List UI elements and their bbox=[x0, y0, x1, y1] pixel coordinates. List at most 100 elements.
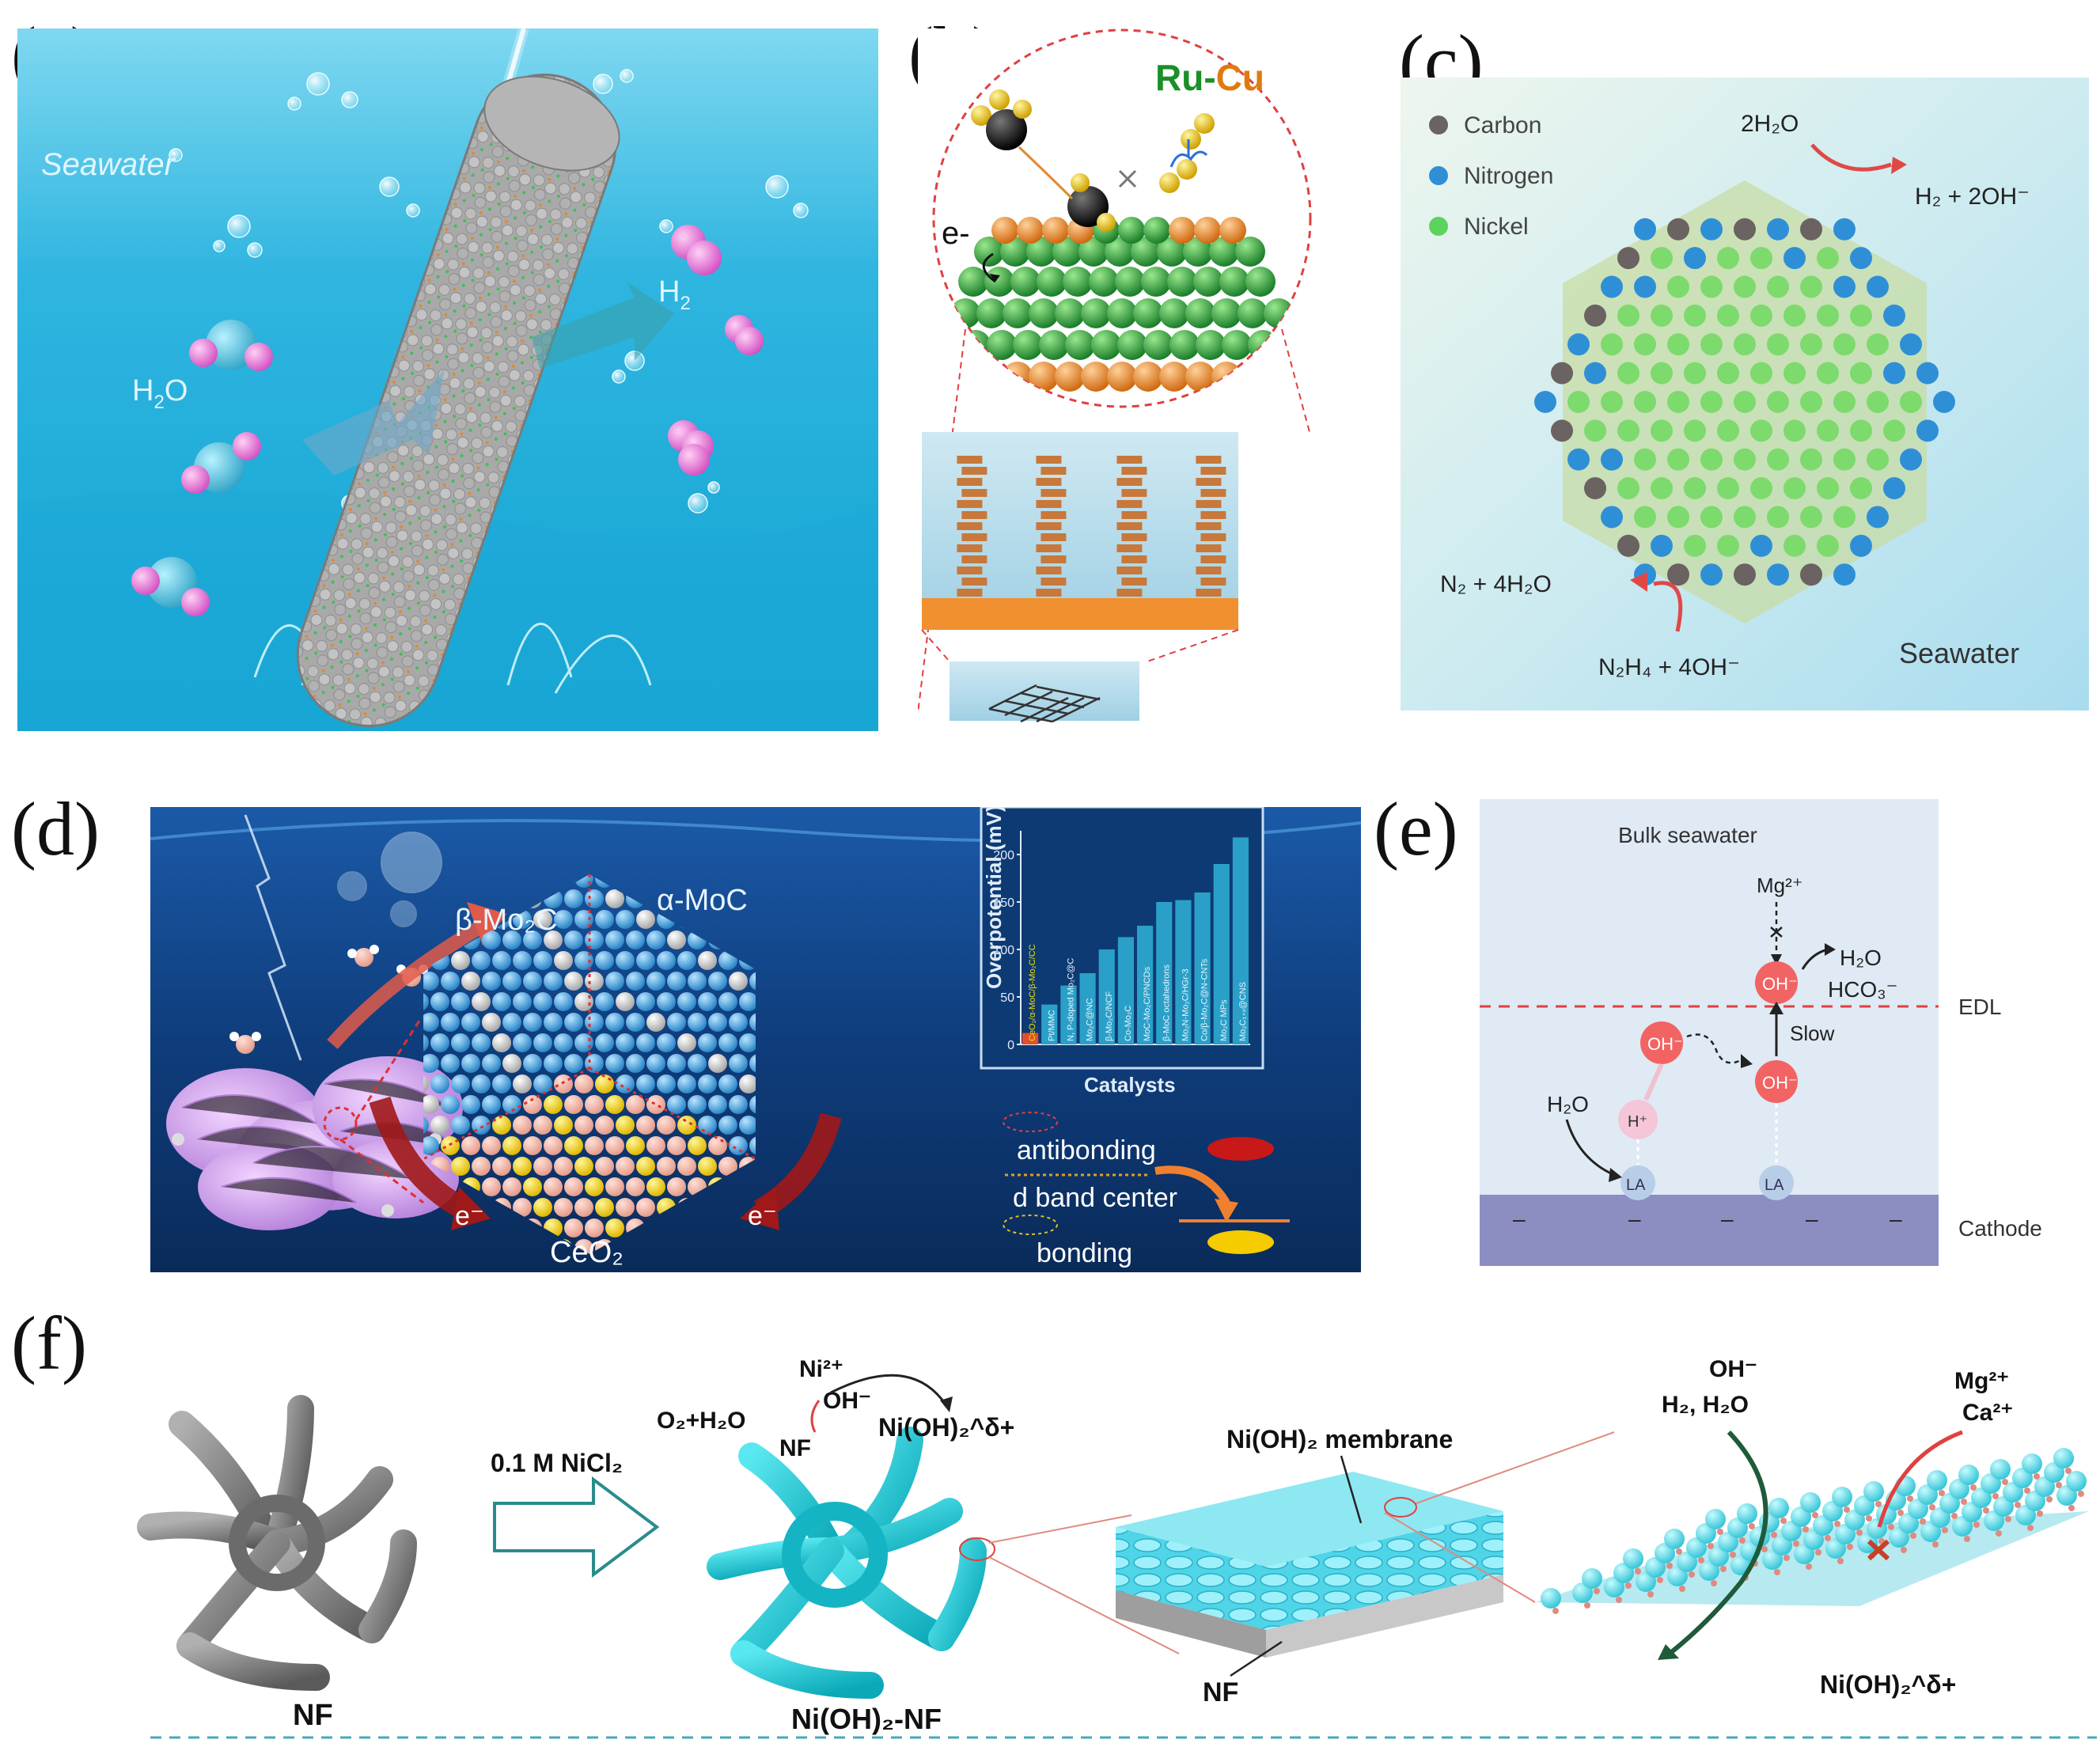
inset-bar bbox=[1194, 892, 1211, 1044]
inset-ytick-label: 50 bbox=[1000, 991, 1014, 1005]
inset-bar bbox=[1022, 1033, 1039, 1044]
panel-d-illustration: β-Mo₂C α-MoC CeO₂ e⁻ e⁻ 050100150200CeO₂… bbox=[150, 807, 1361, 1272]
inset-ytick-label: 150 bbox=[993, 896, 1014, 910]
inset-bar-label: Mo₂C@NC bbox=[1086, 998, 1095, 1041]
water-molecule bbox=[181, 432, 261, 494]
antibonding-label: antibonding bbox=[1017, 1135, 1156, 1165]
oh-ion-right-f: OH⁻ bbox=[1709, 1356, 1757, 1382]
nf-inner-label: NF bbox=[779, 1435, 811, 1461]
inset-bar-label: Pt/MMC bbox=[1047, 1010, 1056, 1041]
h2o-product: H₂O bbox=[1840, 946, 1882, 970]
panel-f: NF 0.1 M NiCl₂ Ni²⁺ OH⁻ O₂+H₂O NF Ni(OH)… bbox=[119, 1345, 2097, 1741]
h2-label: H2 bbox=[658, 275, 691, 314]
panel-c-illustration: Carbon Nitrogen Nickel 2H₂O H₂ + 2OH⁻ N₂… bbox=[1401, 78, 2089, 711]
ni2-ion: Ni²⁺ bbox=[799, 1356, 843, 1382]
eq-n2-4h2o: N₂ + 4H₂O bbox=[1440, 571, 1552, 597]
nioh-delta-right: Ni(OH)₂^δ+ bbox=[1820, 1670, 1956, 1699]
nf-bottom-label: NF bbox=[1203, 1677, 1238, 1707]
nicl2-reagent: 0.1 M NiCl₂ bbox=[491, 1449, 623, 1477]
nioh2-coated-foam bbox=[707, 1427, 987, 1699]
water-molecule bbox=[131, 557, 210, 616]
o2-h2o-label: O₂+H₂O bbox=[657, 1408, 746, 1434]
la-left: LA bbox=[1626, 1177, 1646, 1194]
d-band-center-label: d band center bbox=[1013, 1183, 1177, 1213]
panel-e-illustration: Bulk seawater EDL Cathode Mg²⁺ OH⁻ H₂O H… bbox=[1480, 799, 2042, 1266]
svg-text:Carbon: Carbon bbox=[1464, 112, 1541, 138]
ni-nc-hexagon bbox=[1534, 218, 1955, 586]
eq-2h2o: 2H₂O bbox=[1741, 111, 1799, 137]
nioh2-atomic-layer bbox=[1541, 1448, 2087, 1614]
hco3-label: HCO₃⁻ bbox=[1828, 977, 1897, 1002]
eq-n2h4-4oh: N₂H₄ + 4OH⁻ bbox=[1598, 654, 1740, 680]
oh-ion-f: OH⁻ bbox=[823, 1388, 871, 1414]
alpha-moc-label: α-MoC bbox=[657, 884, 748, 917]
inset-bar-label: Co/β-Mo₂C@N-CNTs bbox=[1200, 958, 1210, 1041]
inset-bar bbox=[1098, 949, 1115, 1044]
bulk-seawater-label: Bulk seawater bbox=[1618, 823, 1757, 847]
hplus-label: H⁺ bbox=[1628, 1113, 1647, 1131]
panel-f-illustration: NF 0.1 M NiCl₂ Ni²⁺ OH⁻ O₂+H₂O NF Ni(OH)… bbox=[137, 1356, 2097, 1739]
mg-ion-label: Mg²⁺ bbox=[1757, 874, 1803, 897]
panel-a-illustration: Seawater H2O H2 bbox=[17, 28, 878, 731]
inset-bar-label: MoC-Mo₂C/PNCDs bbox=[1143, 966, 1152, 1041]
inset-bar bbox=[1232, 837, 1249, 1044]
panel-e-label: (e) bbox=[1374, 786, 1458, 871]
svg-text:Nickel: Nickel bbox=[1464, 214, 1529, 240]
mg-ion-f: Mg²⁺ bbox=[1954, 1368, 2009, 1394]
cathode-label: Cathode bbox=[1958, 1216, 2042, 1241]
inset-ytick-label: 100 bbox=[993, 944, 1014, 957]
seawater-label: Seawater bbox=[41, 147, 176, 182]
inset-ytick-label: 200 bbox=[993, 849, 1014, 862]
ca-ion-f: Ca²⁺ bbox=[1962, 1400, 2013, 1426]
inset-bar bbox=[1137, 926, 1154, 1044]
inset-bar-label: β-MoC octahedrons bbox=[1162, 964, 1171, 1041]
inset-bar-label: Mo₂N-Mo₂C/HGr-3 bbox=[1181, 968, 1190, 1041]
nickel-foam bbox=[137, 1395, 417, 1691]
panel-b-illustration: e- Ru-Cu bbox=[918, 28, 1329, 725]
panel-c: Carbon Nitrogen Nickel 2H₂O H₂ + 2OH⁻ N₂… bbox=[1401, 78, 2089, 711]
inset-xlabel: Catalysts bbox=[1084, 1073, 1176, 1097]
inset-bar-label: β-Mo₂C/NCF bbox=[1105, 991, 1114, 1041]
edl-label: EDL bbox=[1958, 995, 2001, 1019]
inset-bar bbox=[1117, 937, 1134, 1044]
nf-label: NF bbox=[293, 1699, 333, 1732]
inset-bar bbox=[1041, 1004, 1058, 1044]
hydrogen-molecules bbox=[668, 225, 764, 476]
oh-ion-top: OH⁻ bbox=[1762, 974, 1798, 994]
beta-mo2c-label: β-Mo₂C bbox=[455, 904, 558, 937]
svg-text:–: – bbox=[1513, 1207, 1526, 1231]
oh-ion-left: OH⁻ bbox=[1647, 1034, 1683, 1054]
surface-charges: – – – – – bbox=[1513, 1207, 1902, 1231]
svg-text:–: – bbox=[1628, 1207, 1641, 1231]
inset-bar bbox=[1156, 902, 1173, 1044]
inset-bar bbox=[1175, 900, 1192, 1044]
h2-h2o-label: H₂, H₂O bbox=[1662, 1392, 1749, 1418]
membrane-label: Ni(OH)₂ membrane bbox=[1226, 1425, 1453, 1453]
catalyst-pillars bbox=[957, 456, 1226, 597]
inset-bar bbox=[1079, 973, 1096, 1044]
ceo2-label: CeO₂ bbox=[550, 1236, 624, 1269]
inset-bar-label: Co-Mo₂C bbox=[1124, 1006, 1133, 1041]
h2o-reactant: H₂O bbox=[1547, 1092, 1589, 1116]
slow-label: Slow bbox=[1790, 1021, 1835, 1045]
inset-bar bbox=[1213, 864, 1230, 1044]
inset-ylabel: Overpotential (mV) bbox=[982, 807, 1006, 989]
panel-a: Seawater H2O H2 bbox=[17, 28, 878, 731]
nioh-delta-label: Ni(OH)₂^δ+ bbox=[878, 1413, 1014, 1442]
eq-h2-2oh: H₂ + 2OH⁻ bbox=[1915, 184, 2030, 210]
nioh2-nf-label: Ni(OH)₂-NF bbox=[791, 1703, 942, 1735]
la-right: LA bbox=[1765, 1177, 1784, 1194]
water-molecule bbox=[189, 320, 273, 371]
electron-label: e- bbox=[942, 216, 970, 251]
ru-cu-title: Ru-Cu bbox=[1155, 57, 1264, 98]
svg-text:Nitrogen: Nitrogen bbox=[1464, 163, 1553, 189]
inset-bar-label: CeO₂/α-MoC/β-Mo₂C/CC bbox=[1028, 944, 1037, 1041]
electron-right: e⁻ bbox=[748, 1201, 777, 1231]
inset-bar-label: Mo₂C₁₊ₓ@CNS bbox=[1238, 982, 1248, 1041]
inset-bar bbox=[1060, 985, 1077, 1044]
svg-text:–: – bbox=[1721, 1207, 1734, 1231]
